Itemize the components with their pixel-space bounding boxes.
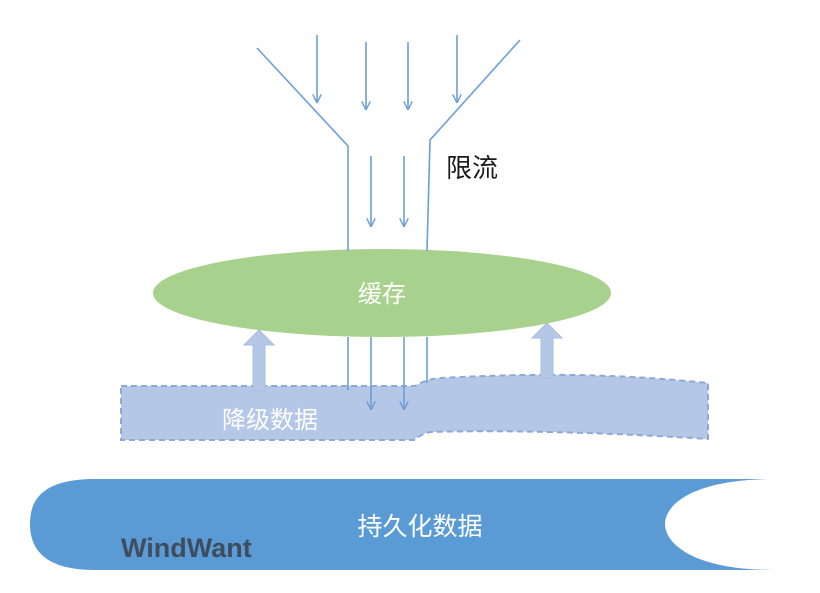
cache-label: 缓存 [358,280,406,308]
limited-flow-arrows [371,156,404,226]
rate-limit-funnel [256,39,521,390]
degraded-data-label: 降级数据 [222,406,318,434]
incoming-request-arrows [317,35,457,109]
funnel-right-wall [426,39,521,252]
cache-layer: 缓存 [153,249,611,337]
degraded-data-layer: 降级数据 [120,373,709,441]
left-up-arrow-icon [242,329,276,392]
degraded-data-shape [120,373,709,441]
persistent-data-label: 持久化数据 [357,512,482,541]
windwant-watermark: WindWant [121,533,252,563]
persistent-data-shape [30,479,775,570]
right-up-arrow-icon [530,322,564,379]
passthrough-arrows [371,337,404,409]
fallback-up-arrows [242,322,564,392]
cache-ellipse [153,249,611,337]
rate-limit-label: 限流 [446,154,498,184]
persistent-data-layer: 持久化数据 WindWant [30,479,775,570]
funnel-left-wall [256,47,349,251]
